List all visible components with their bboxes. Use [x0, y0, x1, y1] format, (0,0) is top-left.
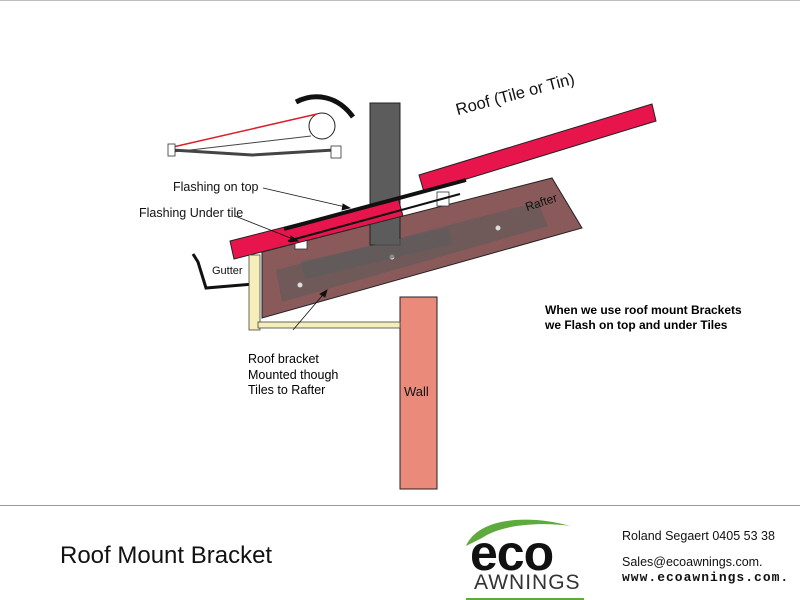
footer-divider — [0, 505, 800, 506]
logo-awnings-text: AWNINGS — [474, 571, 581, 594]
rafter-bolt — [495, 225, 501, 231]
note-line: we Flash on top and under Tiles — [545, 318, 728, 332]
awning-arm — [172, 113, 318, 148]
contact-website[interactable]: www.ecoawnings.com. — [622, 570, 790, 585]
top-border-line — [0, 0, 800, 1]
roof-upper — [418, 103, 657, 193]
awning-arm — [172, 135, 312, 153]
awning-end-cap — [167, 143, 176, 157]
note-line: When we use roof mount Brackets — [545, 303, 742, 317]
awning-front-bar — [171, 148, 335, 157]
contact-name-phone: Roland Segaert 0405 53 38 — [622, 529, 775, 543]
contact-email[interactable]: Sales@ecoawnings.com. — [622, 555, 763, 569]
roof-bracket-vertical — [248, 254, 261, 331]
flashing-on-top — [283, 178, 467, 231]
roof-bracket-label-line: Roof bracket — [248, 352, 319, 366]
flashing-under-tile-label: Flashing Under tile — [139, 206, 244, 220]
awning-end-cap — [330, 145, 342, 159]
wall-label: Wall — [404, 384, 429, 399]
gutter-label: Gutter — [212, 265, 243, 277]
wall — [399, 296, 438, 490]
awning-hood — [294, 94, 356, 119]
footer-title: Roof Mount Bracket — [60, 542, 273, 569]
leaf-icon — [466, 519, 570, 546]
logo-eco-text: eco — [470, 525, 554, 581]
post-base — [300, 228, 452, 279]
roof-bracket-arm — [257, 321, 401, 329]
eco-awnings-logo — [466, 519, 584, 600]
rafter-bolt — [297, 282, 303, 288]
pointer-arrows — [234, 187, 352, 331]
roof-bracket-label-line: Tiles to Rafter — [248, 383, 326, 397]
roof-mount-diagram — [167, 94, 657, 490]
roof-bracket-label-line: Mounted though — [248, 368, 339, 382]
flashing-under-tile — [287, 193, 461, 242]
flashing-on-top-label: Flashing on top — [173, 180, 259, 194]
awning-roller — [308, 112, 336, 140]
